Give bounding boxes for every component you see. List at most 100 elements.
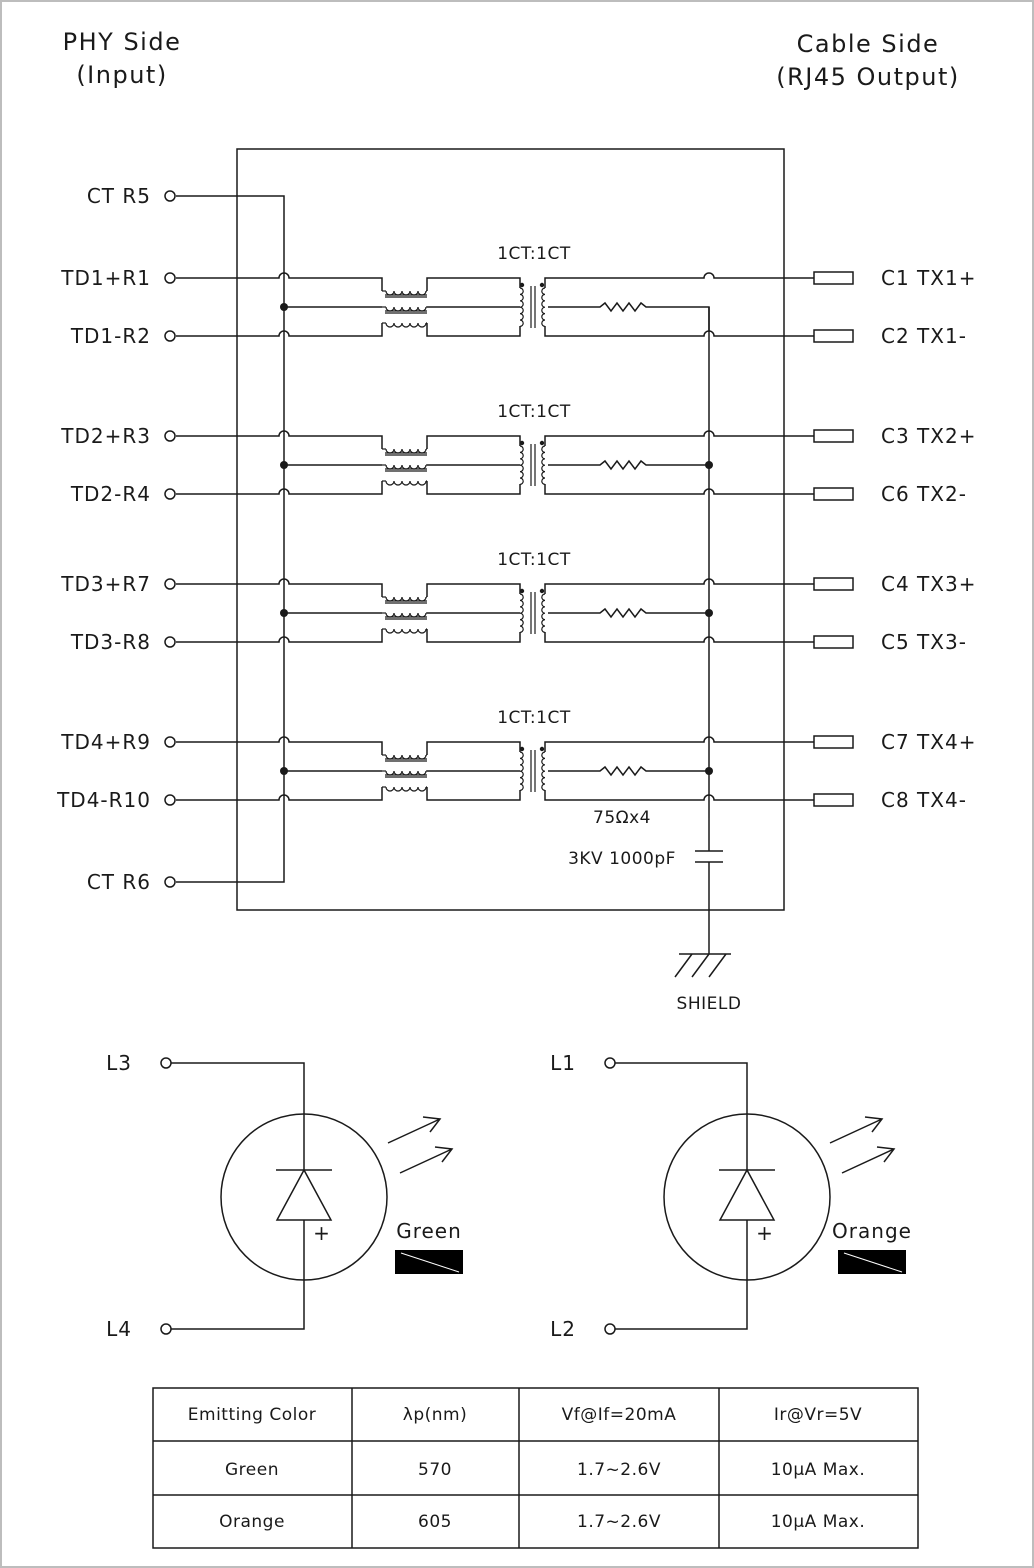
common-mode-choke (382, 596, 427, 634)
pin-label: C3 TX2+ (881, 424, 976, 448)
rj45-contact (813, 577, 854, 591)
rj45-contact (813, 487, 854, 501)
transformer-channel-3: 1CT:1CT (176, 550, 814, 643)
turns-ratio-label: 1CT:1CT (497, 244, 571, 264)
junction-dot (280, 609, 288, 617)
turns-ratio-label: 1CT:1CT (497, 708, 571, 728)
phy-side-pins: CT R5 TD1+R1TD1-R2TD2+R3TD2-R4TD3+R7TD3-R… (56, 184, 176, 894)
led-color-swatch (395, 1250, 463, 1274)
junction-dot (705, 609, 713, 617)
turns-ratio-label: 1CT:1CT (497, 550, 571, 570)
center-tap-bus (176, 195, 285, 883)
transformer-channel-2: 1CT:1CT (176, 402, 814, 495)
isolation-transformer (519, 588, 546, 634)
pin-terminal (164, 190, 176, 202)
pin-terminal (164, 488, 176, 500)
table-cell: Orange (219, 1512, 285, 1532)
pin-label: C6 TX2- (881, 482, 967, 506)
termination-resistor (548, 765, 709, 777)
led-color-label: Green (396, 1219, 462, 1243)
pin-label: TD4-R10 (56, 788, 151, 812)
anode-plus-mark: + (756, 1221, 774, 1245)
wiring (176, 195, 710, 883)
isolation-transformer (519, 282, 546, 328)
termination-resistor (548, 607, 709, 619)
pin-label: C2 TX1- (881, 324, 967, 348)
junction-dot (280, 767, 288, 775)
rj45-contact (813, 329, 854, 343)
common-mode-choke (382, 448, 427, 486)
led-color-swatch (838, 1250, 906, 1274)
pin-label: TD2+R3 (60, 424, 151, 448)
pin-label: TD4+R9 (60, 730, 151, 754)
cable-side-subtitle: (RJ45 Output) (776, 63, 960, 91)
rj45-contact (813, 793, 854, 807)
table-header-wavelength: λp(nm) (403, 1405, 467, 1425)
termination-resistor (548, 459, 709, 471)
led-pin-label: L3 (106, 1051, 132, 1075)
pin-label: CT R5 (87, 184, 151, 208)
pin-label: TD2-R4 (70, 482, 151, 506)
led-color-label: Orange (832, 1219, 912, 1243)
pin-label: C7 TX4+ (881, 730, 976, 754)
pin-terminal (164, 794, 176, 806)
led-body (663, 1113, 831, 1281)
table-cell: Green (225, 1460, 279, 1480)
transformer-channel-1: 1CT:1CT (176, 244, 814, 337)
pin-label: TD1-R2 (70, 324, 151, 348)
junction-dot (705, 461, 713, 469)
table-cell: 1.7~2.6V (577, 1512, 661, 1532)
capacitor-value-label: 3KV 1000pF (568, 849, 676, 869)
light-emission-icon (387, 1116, 454, 1174)
junction-dot (280, 461, 288, 469)
pin-terminal (164, 272, 176, 284)
junction-dot (280, 303, 288, 311)
cable-side-pins: C1 TX1+C2 TX1-C3 TX2+C6 TX2-C4 TX3+C5 TX… (813, 266, 976, 812)
led-body (220, 1113, 388, 1281)
isolation-transformer (519, 440, 546, 486)
pin-label: TD3-R8 (70, 630, 151, 654)
pin-terminal (164, 636, 176, 648)
table-header-forward-voltage: Vf@If=20mA (562, 1405, 677, 1425)
pin-terminal (164, 876, 176, 888)
pin-terminal (164, 736, 176, 748)
table-cell: 1.7~2.6V (577, 1460, 661, 1480)
light-emission-icon (829, 1116, 896, 1174)
pin-label: CT R6 (87, 870, 151, 894)
common-mode-choke (382, 290, 427, 328)
transformer-channels: 1CT:1CT 1CT:1CT 1CT:1CT 1CT:1CT (176, 244, 814, 801)
pin-label: TD1+R1 (60, 266, 151, 290)
pin-terminal (164, 330, 176, 342)
pin-label: TD3+R7 (60, 572, 151, 596)
isolation-transformer (519, 746, 546, 792)
shield-capacitor (695, 818, 723, 954)
anode-plus-mark: + (313, 1221, 331, 1245)
rj45-contact (813, 635, 854, 649)
shield-label: SHIELD (677, 994, 742, 1014)
diode-icon: + (718, 1168, 776, 1245)
rj45-contact (813, 735, 854, 749)
pin-label: C8 TX4- (881, 788, 967, 812)
led-pin-label: L2 (550, 1317, 576, 1341)
pin-terminal (164, 430, 176, 442)
phy-side-subtitle: (Input) (76, 61, 167, 89)
table-header-reverse-current: Ir@Vr=5V (774, 1405, 862, 1425)
junction-dot (705, 767, 713, 775)
table-cell: 570 (418, 1460, 452, 1480)
chassis-ground-icon (674, 953, 731, 978)
pin-label: C1 TX1+ (881, 266, 976, 290)
table-cell: 605 (418, 1512, 452, 1532)
transformer-channel-4: 1CT:1CT (176, 708, 814, 801)
turns-ratio-label: 1CT:1CT (497, 402, 571, 422)
led-pin-label: L4 (106, 1317, 132, 1341)
pin-terminal (164, 578, 176, 590)
diode-icon: + (275, 1168, 333, 1245)
table-cell: 10μA Max. (771, 1512, 866, 1532)
rj45-contact (813, 271, 854, 285)
phy-side-title: PHY Side (63, 28, 182, 56)
led-spec-table: Emitting Color λp(nm) Vf@If=20mA Ir@Vr=5… (152, 1387, 919, 1549)
